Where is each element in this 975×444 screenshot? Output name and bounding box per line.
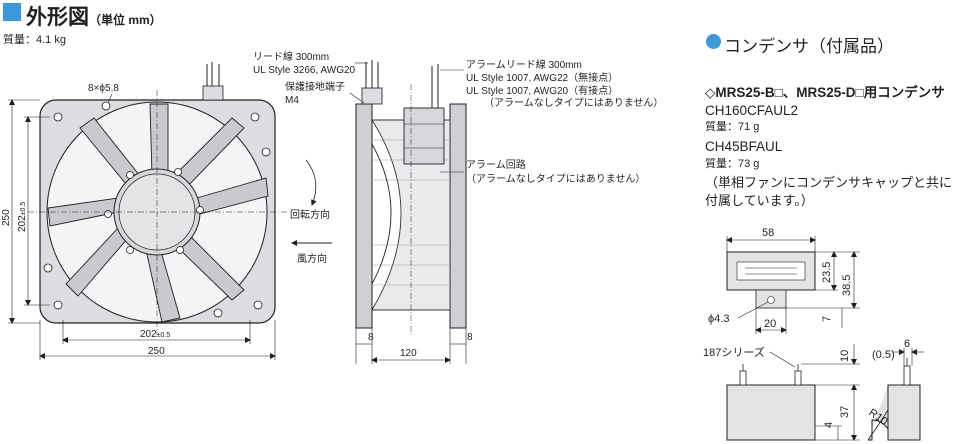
capacitor-side-view [726, 364, 816, 441]
dim-250-bottom: 250 [148, 346, 165, 357]
cap-dim-6: 6 [904, 338, 910, 350]
capacitor-mass-2: 質量：73 g [705, 157, 760, 170]
alarm-circuit-note: （アラームなしタイプにはありません） [466, 173, 645, 185]
dim-8-b: 8 [467, 332, 473, 343]
cap-dim-10: 10 [839, 350, 851, 362]
cap-dim-23-5: 23.5 [821, 262, 833, 283]
cap-dim-20: 20 [764, 318, 776, 330]
capacitor-top-view [726, 251, 816, 309]
holes-label: 8×ϕ5.8 [88, 83, 119, 94]
lead-style-label: UL Style 3266, AWG20 [253, 65, 356, 76]
rotation-label: 回転方向 [290, 208, 330, 221]
mounting-holes [43, 101, 271, 318]
capacitor-model-2: CH45BFAUL [705, 139, 783, 155]
capacitor-title: コンデンサ（付属品） [724, 37, 894, 56]
lead-wire-label: リード線 300mm [253, 50, 329, 63]
dim-8-a: 8 [368, 332, 374, 343]
section-marker-square [3, 3, 21, 21]
cap-dim-38-5: 38.5 [841, 275, 853, 296]
unit-label: （単位 mm） [89, 13, 162, 27]
capacitor-mass-1: 質量：71 g [705, 121, 760, 134]
cap-dim-37: 37 [839, 406, 851, 418]
alarm-style-2: UL Style 1007, AWG20（有接点） [466, 84, 618, 97]
cap-dim-4-3: ϕ4.3 [708, 313, 729, 325]
capacitor-heading: ◇MRS25-B□、MRS25-D□用コンデンサ [705, 85, 945, 100]
dim-202-left: 202±0.5 [17, 202, 28, 232]
dim-202-bottom: 202±0.5 [140, 329, 170, 340]
outline-title: 外形図（単位 mm） [26, 6, 162, 29]
capacitor-end-view [867, 358, 921, 441]
alarm-lead-label: アラームリード線 300mm [466, 58, 582, 71]
fan-side-view [355, 60, 467, 336]
ground-label: 保護接地端子 [285, 80, 345, 93]
series-187-label: 187シリーズ [703, 345, 765, 359]
fan-front-view [28, 62, 288, 335]
alarm-circuit-label: アラーム回路 [466, 158, 526, 171]
capacitor-model-1: CH160CFAUL2 [705, 103, 799, 119]
section-marker-dot [706, 34, 721, 49]
capacitor-info: ◇MRS25-B□、MRS25-D□用コンデンサ CH160CFAUL2 質量：… [705, 84, 952, 209]
fan-mass: 質量：4.1 kg [3, 34, 66, 46]
airflow-label: 風方向 [297, 252, 327, 265]
dim-250-left: 250 [1, 209, 12, 226]
cap-dim-58: 58 [762, 227, 774, 239]
cap-dim-4: 4 [823, 422, 835, 428]
cap-dim-7: 7 [821, 316, 833, 322]
alarm-note: （アラームなしタイプにはありません） [484, 97, 663, 109]
cap-dim-0-5: (0.5) [872, 349, 895, 361]
dim-120: 120 [400, 348, 417, 359]
alarm-style-1: UL Style 1007, AWG22（無接点） [466, 71, 618, 84]
ground-size-label: M4 [285, 95, 299, 106]
capacitor-note-1: （単相ファンにコンデンサキャップと共に [705, 175, 953, 191]
capacitor-note-2: 付属しています。） [705, 192, 814, 208]
